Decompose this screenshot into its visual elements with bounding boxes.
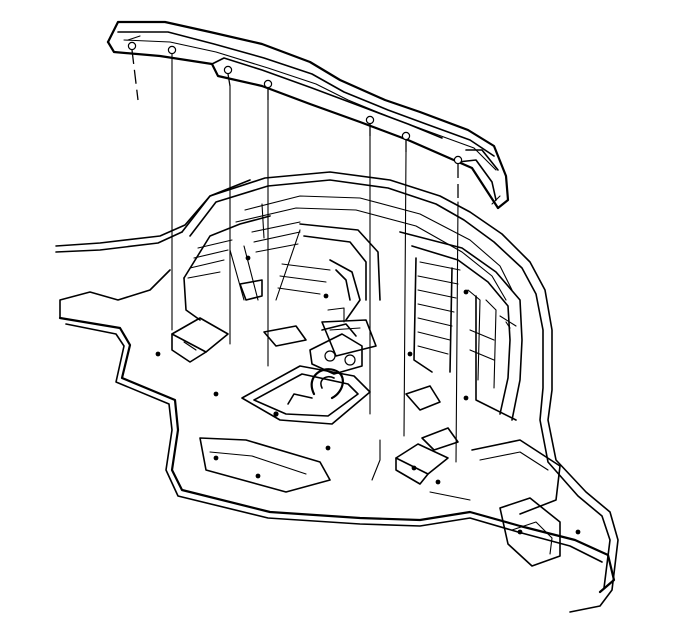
center-inner-wall [275,223,381,321]
panel-hole-6 [401,131,411,141]
panel-hole-4 [263,79,273,89]
floor-panel [171,279,561,567]
compartment-outer-edge [55,179,616,594]
center-bracket [309,307,363,375]
panel-hole-1 [127,41,137,51]
panel-hole-3 [223,65,233,75]
body-frame [181,171,619,613]
floor-fastener-holes [155,255,581,535]
spare-tire-well [241,365,371,425]
fastener-alignment-lines [131,49,459,463]
panel-hole-2 [167,45,177,55]
right-inner-wall [399,231,523,421]
trim-panel [106,20,510,210]
panel-hole-5 [365,115,375,125]
panel-hole-7 [453,155,463,165]
bolt-center-left [324,350,336,362]
left-inner-wall [183,203,301,321]
bolt-center-right [344,354,356,366]
